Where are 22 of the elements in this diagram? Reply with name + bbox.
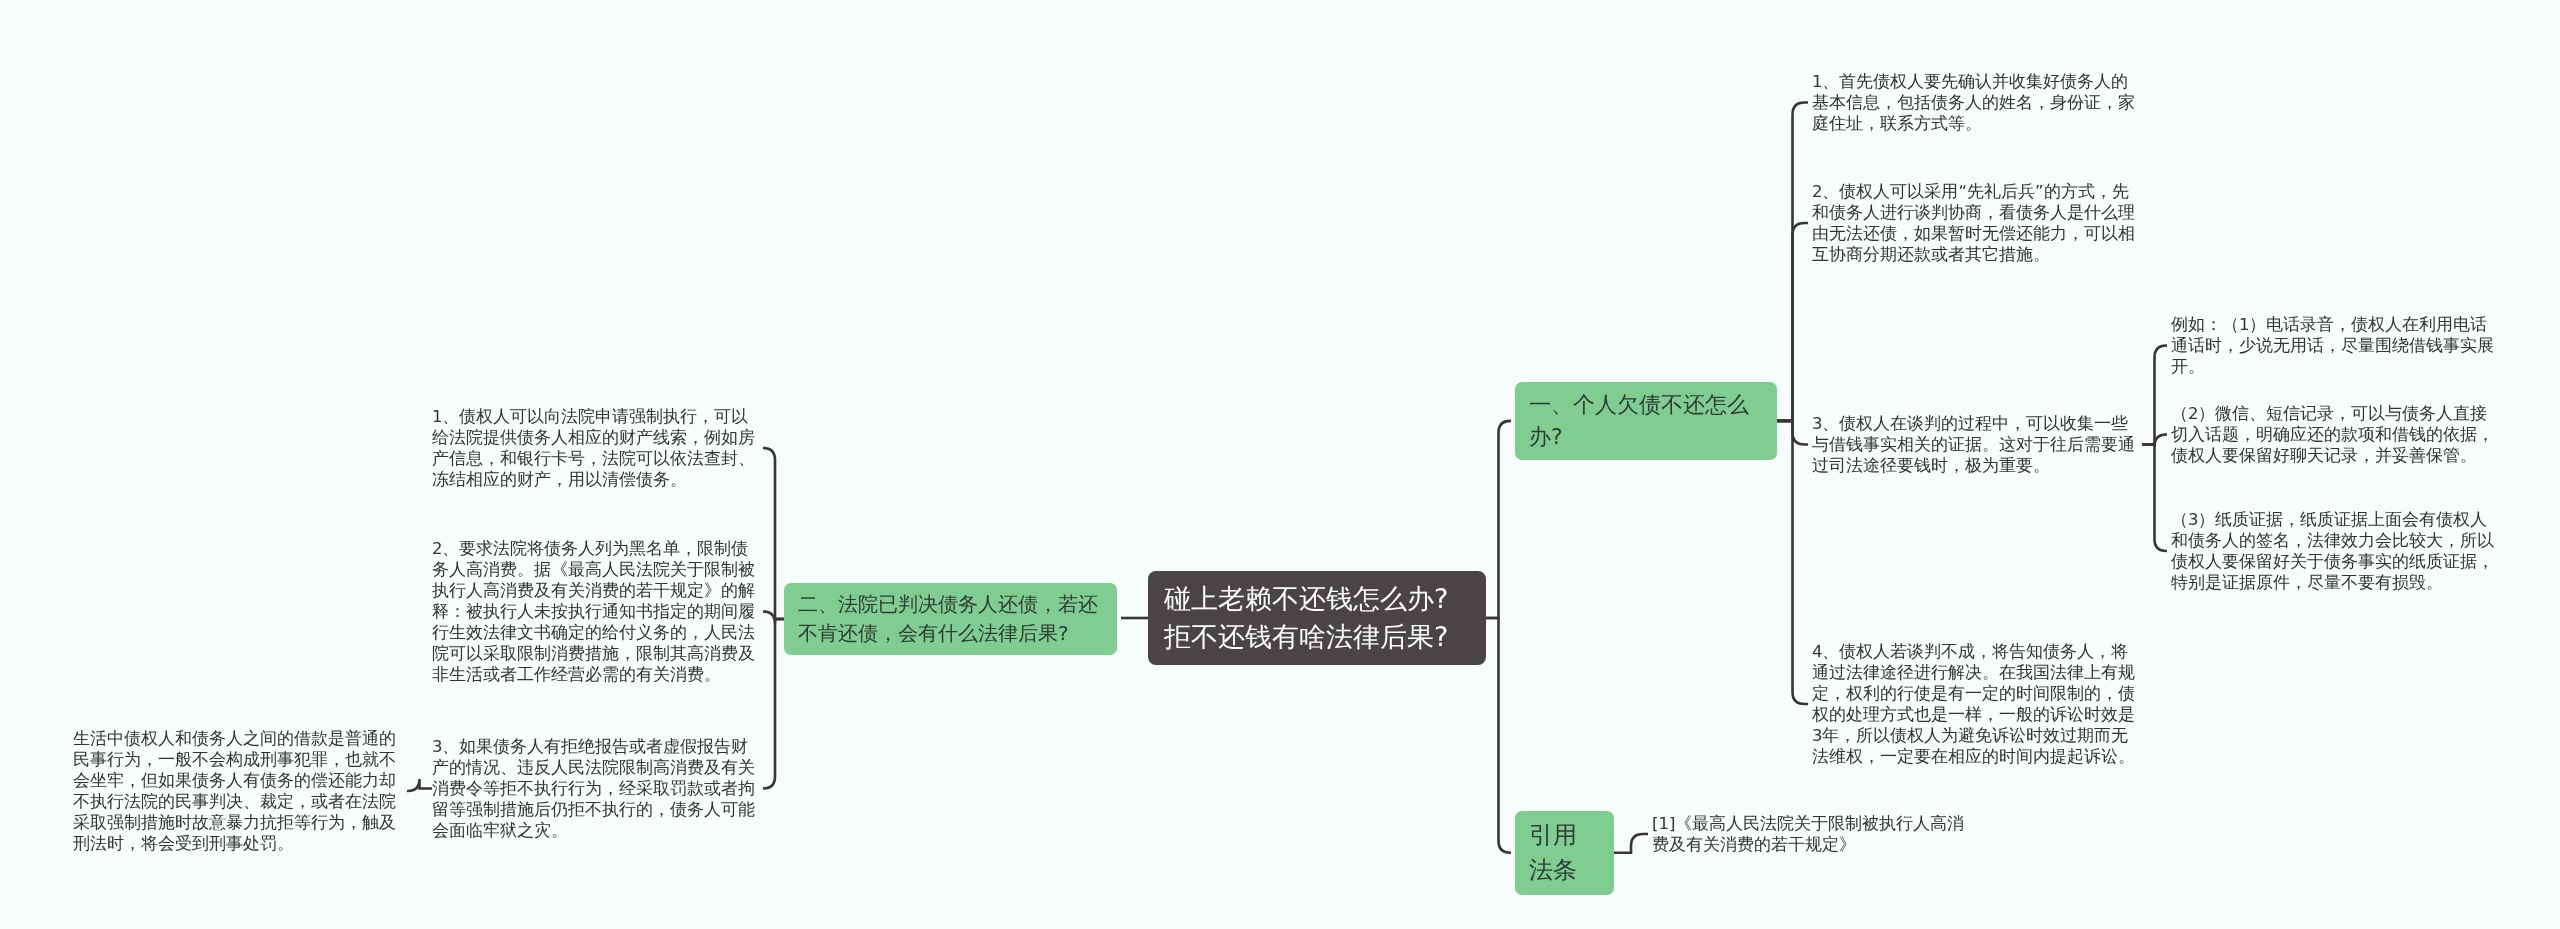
note-text: 生活中债权人和债务人之间的借款是普通的民事行为，一般不会构成刑事犯罪，也就不会坐牢，但如果债务人有债务的偿还能力却不执行法院的民事判决、裁定，或者在法院采取强制措施时故意暴力抗拒等行为，触及刑法时，将会受到刑事处罚。	[73, 728, 403, 854]
note-text: （2）微信、短信记录，可以与债务人直接切入话题，明确应还的款项和借钱的依据，债权人要保留好聊天记录，并妥善保管。	[2171, 403, 2501, 466]
note-text: 1、债权人可以向法院申请强制执行，可以给法院提供债务人相应的财产线索，例如房产信息，和银行卡号，法院可以依法查封、冻结相应的财产，用以清偿债务。	[432, 406, 762, 490]
note-text: 3、如果债务人有拒绝报告或者虚假报告财产的情况、违反人民法院限制高消费及有关消费令等拒不执行行为，经采取罚款或者拘留等强制措施后仍拒不执行的，债务人可能会面临牢狱之灾。	[432, 736, 762, 841]
connector-line	[406, 777, 432, 793]
note-text: 2、债权人可以采用“先礼后兵”的方式，先和债务人进行谈判协商，看债务人是什么理由无法还债，如果暂时无偿还能力，可以相互协商分期还款或者其它措施。	[1812, 181, 2142, 265]
connector-line	[1614, 832, 1648, 855]
topic-box: 碰上老赖不还钱怎么办?拒不还钱有啥法律后果?	[1148, 571, 1486, 665]
note-text: 例如：（1）电话录音，债权人在利用电话通话时，少说无用话，尽量围绕借钱事实展开。	[2171, 314, 2501, 377]
note-text: 3、债权人在谈判的过程中，可以收集一些与借钱事实相关的证据。这对于往后需要通过司法途径要钱时，极为重要。	[1812, 413, 2142, 476]
branch-box: 一、个人欠债不还怎么办?	[1515, 382, 1777, 460]
connector-line	[2142, 443, 2168, 553]
note-text: 2、要求法院将债务人列为黑名单，限制债务人高消费。据《最高人民法院关于限制被执行人高消费及有关消费的若干规定》的解释：被执行人未按执行通知书指定的期间履行生效法律文书确定的给付义务的，人民法院可以采取限制消费措施，限制其高消费及非生活或者工作经营必需的有关消费。	[432, 538, 762, 685]
note-text: （3）纸质证据，纸质证据上面会有债权人和债务人的签名，法律效力会比较大，所以债权人要保留好关于债务事实的纸质证据，特别是证据原件，尽量不要有损毁。	[2171, 509, 2501, 593]
note-text: [1]《最高人民法院关于限制被执行人高消费及有关消费的若干规定》	[1652, 813, 1972, 855]
branch-box: 引用法条	[1515, 811, 1614, 895]
connector-line	[761, 617, 784, 790]
note-text: 4、债权人若谈判不成，将告知债务人，将通过法律途径进行解决。在我国法律上有规定，权利的行使是有一定的时间限制的，债权的处理方式也是一样，一般的诉讼时效是3年，所以债权人为避免诉讼时效过期而无法维权，一定要在相应的时间内提起诉讼。	[1812, 641, 2142, 767]
branch-box: 二、法院已判决债务人还债，若还不肯还债，会有什么法律后果?	[784, 583, 1117, 655]
connector-line	[1121, 616, 1148, 620]
connector-line	[1486, 616, 1512, 855]
note-text: 1、首先债权人要先确认并收集好债务人的基本信息，包括债务人的姓名，身份证，家庭住址，联系方式等。	[1812, 71, 2142, 134]
